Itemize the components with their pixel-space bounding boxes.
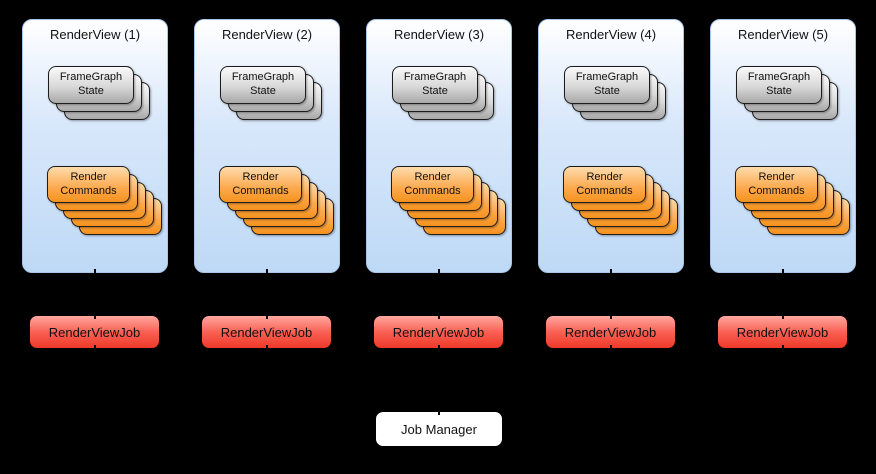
framegraph-state-stack: FrameGraph State	[48, 66, 150, 120]
framegraph-state-card: FrameGraph State	[48, 66, 134, 104]
connector-stub	[265, 345, 268, 350]
framegraph-state-card: FrameGraph State	[220, 66, 306, 104]
render-commands-stack: Render Commands	[563, 166, 678, 235]
connector-stub	[609, 345, 612, 350]
framegraph-state-label: FrameGraph State	[403, 71, 467, 97]
renderviewjob-box-1: RenderViewJob	[29, 314, 160, 350]
framegraph-state-stack: FrameGraph State	[564, 66, 666, 120]
panel-title: RenderView (4)	[565, 27, 657, 42]
connector-stub	[438, 269, 440, 274]
connector-stub	[438, 410, 440, 415]
render-commands-card: Render Commands	[563, 166, 646, 203]
render-commands-label: Render Commands	[60, 170, 117, 197]
renderviewjob-label: RenderViewJob	[564, 324, 657, 340]
render-commands-label: Render Commands	[404, 170, 461, 197]
panel-title: RenderView (2)	[221, 27, 313, 42]
renderview-panel-2: RenderView (2) FrameGraph State Render C…	[194, 19, 340, 274]
render-commands-card: Render Commands	[219, 166, 302, 203]
framegraph-state-label: FrameGraph State	[575, 71, 639, 97]
renderviewjob-box-4: RenderViewJob	[545, 314, 676, 350]
framegraph-state-stack: FrameGraph State	[392, 66, 494, 120]
renderviewjob-label: RenderViewJob	[392, 324, 485, 340]
render-commands-stack: Render Commands	[47, 166, 162, 235]
job-manager-label: Job Manager	[401, 421, 477, 437]
panel-title: RenderView (3)	[393, 27, 485, 42]
connector-stub	[781, 345, 784, 350]
framegraph-state-stack: FrameGraph State	[736, 66, 838, 120]
render-commands-stack: Render Commands	[219, 166, 334, 235]
render-commands-label: Render Commands	[576, 170, 633, 197]
panel-title: RenderView (5)	[737, 27, 829, 42]
framegraph-state-card: FrameGraph State	[564, 66, 650, 104]
renderviewjob-box-2: RenderViewJob	[201, 314, 332, 350]
connector-stub	[437, 345, 440, 350]
job-manager-box: Job Manager	[375, 410, 503, 447]
connector-stub	[265, 314, 268, 319]
panel-title: RenderView (1)	[49, 27, 141, 42]
connector-stub	[437, 314, 440, 319]
renderviewjob-label: RenderViewJob	[736, 324, 829, 340]
renderviewjob-box-5: RenderViewJob	[717, 314, 848, 350]
connector-stub	[94, 269, 96, 274]
framegraph-state-label: FrameGraph State	[59, 71, 123, 97]
framegraph-state-label: FrameGraph State	[747, 71, 811, 97]
connector-stub	[610, 269, 612, 274]
connector-stub	[93, 314, 96, 319]
renderview-panel-4: RenderView (4) FrameGraph State Render C…	[538, 19, 684, 274]
render-commands-card: Render Commands	[47, 166, 130, 203]
connector-stub	[266, 269, 268, 274]
renderview-panel-3: RenderView (3) FrameGraph State Render C…	[366, 19, 512, 274]
renderviewjob-label: RenderViewJob	[48, 324, 141, 340]
render-commands-label: Render Commands	[748, 170, 805, 197]
framegraph-state-card: FrameGraph State	[736, 66, 822, 104]
renderviewjob-box-3: RenderViewJob	[373, 314, 504, 350]
connector-stub	[782, 269, 784, 274]
render-commands-label: Render Commands	[232, 170, 289, 197]
framegraph-state-card: FrameGraph State	[392, 66, 478, 104]
connector-stub	[609, 314, 612, 319]
connector-stub	[93, 345, 96, 350]
renderviewjob-label: RenderViewJob	[220, 324, 313, 340]
renderview-panel-1: RenderView (1) FrameGraph State Render C…	[22, 19, 168, 274]
framegraph-state-stack: FrameGraph State	[220, 66, 322, 120]
render-commands-stack: Render Commands	[391, 166, 506, 235]
framegraph-state-label: FrameGraph State	[231, 71, 295, 97]
render-commands-card: Render Commands	[391, 166, 474, 203]
renderview-panel-5: RenderView (5) FrameGraph State Render C…	[710, 19, 856, 274]
render-commands-stack: Render Commands	[735, 166, 850, 235]
connector-stub	[781, 314, 784, 319]
render-commands-card: Render Commands	[735, 166, 818, 203]
